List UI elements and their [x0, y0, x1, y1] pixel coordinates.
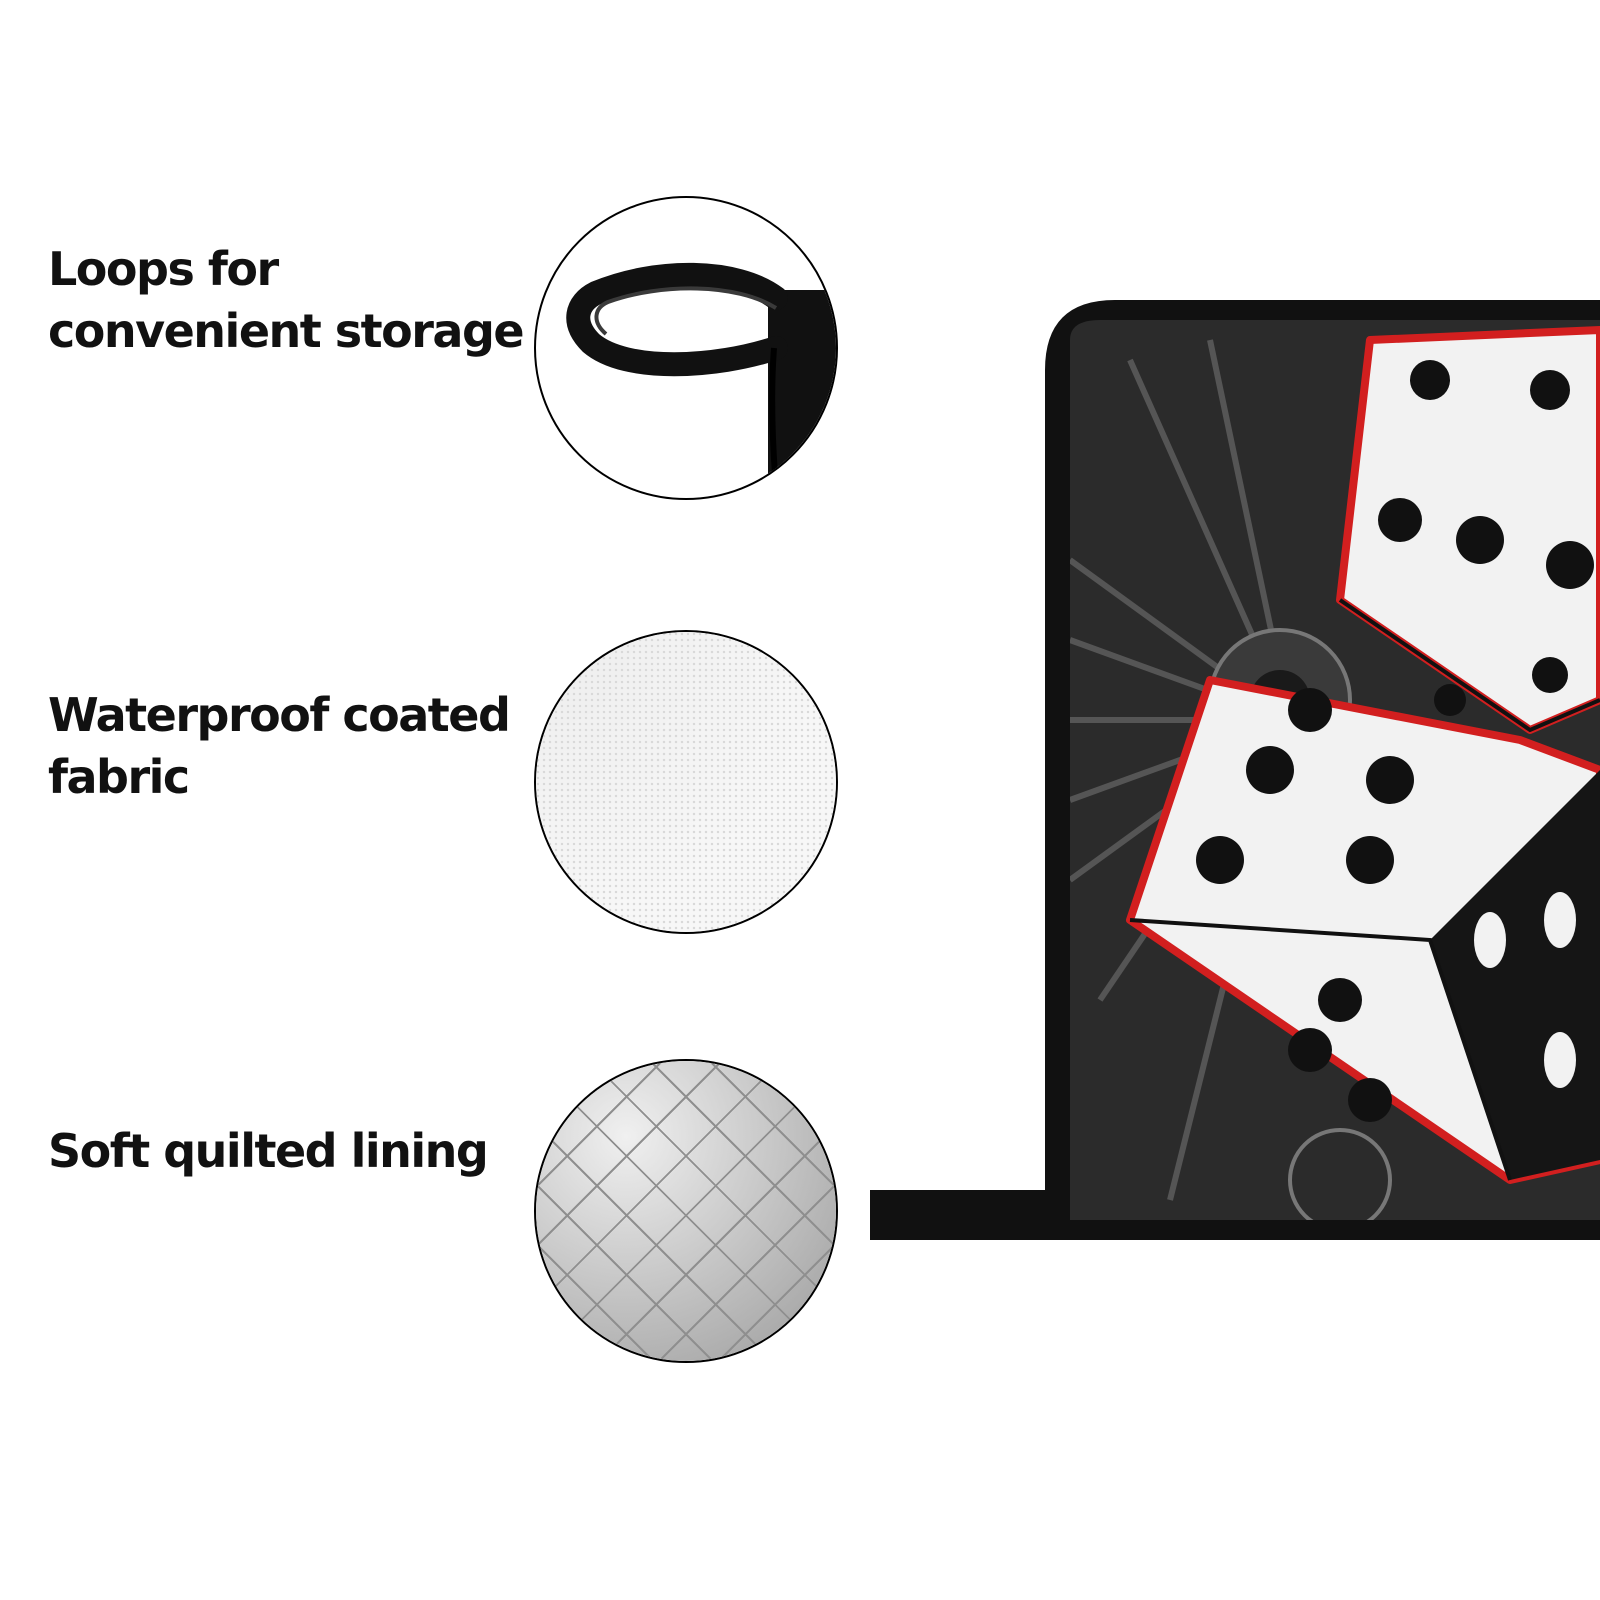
- feature-label-lining: Soft quilted lining: [48, 1120, 489, 1182]
- feature-label-loops: Loops for convenient storage: [48, 238, 525, 362]
- loop-detail-circle: [534, 196, 838, 500]
- feature-label-line: Loops for: [48, 242, 279, 296]
- pot-holder-product: [870, 300, 1600, 1260]
- feature-label-line: Soft quilted lining: [48, 1124, 489, 1178]
- feature-label-fabric: Waterproof coated fabric: [48, 684, 511, 808]
- dice-icon: [870, 300, 1600, 1240]
- hanging-loop-icon: [566, 262, 836, 498]
- coated-fabric-texture: [536, 632, 836, 932]
- feature-label-line: convenient storage: [48, 304, 525, 358]
- feature-label-line: Waterproof coated: [48, 688, 511, 742]
- quilted-lining-texture: [536, 1061, 836, 1361]
- fabric-detail-circle: [534, 630, 838, 934]
- feature-label-line: fabric: [48, 750, 190, 804]
- lining-detail-circle: [534, 1059, 838, 1363]
